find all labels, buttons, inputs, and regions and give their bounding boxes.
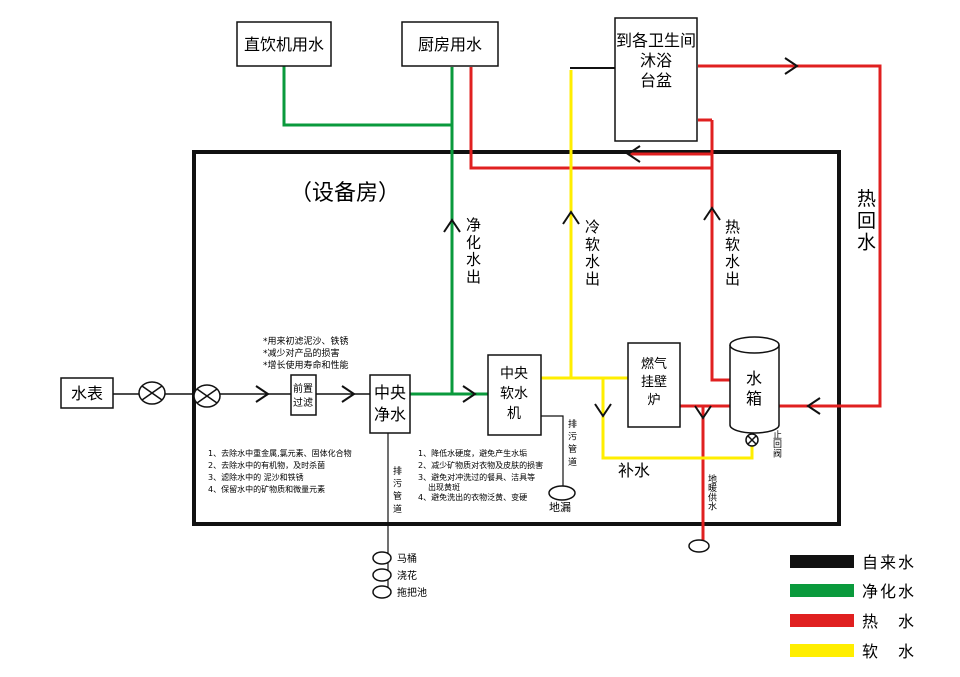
legend-label-purified: 净化水 xyxy=(862,582,916,601)
prefilter-note-3: *增长使用寿命和性能 xyxy=(263,359,349,371)
arrow-right-icon xyxy=(341,385,356,403)
prefilter-box xyxy=(290,374,317,416)
valves xyxy=(138,381,759,447)
softener-notes: 1、降低水硬度，避免产生水垢 2、减少矿物质对衣物及皮肤的损害 3、避免对冲洗过… xyxy=(418,448,543,502)
legend-label-tap: 自来水 xyxy=(862,553,916,572)
prefilter-note-1: *用来初滤泥沙、铁锈 xyxy=(263,335,349,347)
legend-swatch-tap xyxy=(790,555,854,568)
purifier-notes: 1、去除水中重金属,氯元素、固体化合物 2、去除水中的有机物，及时杀菌 3、滤除… xyxy=(208,448,352,494)
boiler-label-2: 挂壁 xyxy=(641,375,667,390)
equipment-boxes xyxy=(60,17,698,436)
check-valve-icon xyxy=(745,433,759,447)
hot-soft-out-label: 热软水出 xyxy=(725,218,740,288)
arrow-up-icon xyxy=(703,206,721,221)
equipment-room-frame xyxy=(192,150,841,526)
arrow-up-icon xyxy=(562,210,580,225)
meter-valve-icon xyxy=(138,381,166,405)
floor-heating-label: 地暖供水 xyxy=(708,473,717,513)
makeup-water-label: 补水 xyxy=(618,461,650,480)
purifier-note-2: 2、去除水中的有机物，及时杀菌 xyxy=(208,460,325,470)
central-purifier-box xyxy=(369,374,411,434)
drain-lines xyxy=(387,415,564,590)
water-meter-box xyxy=(60,377,114,409)
boiler-label-3: 炉 xyxy=(647,393,660,408)
softener-note-5: 4、避免洗出的衣物泛黄、变硬 xyxy=(418,492,527,502)
gas-boiler-box xyxy=(627,342,681,428)
inlet-valve-icon xyxy=(193,384,221,408)
softener-note-2: 2、减少矿物质对衣物及皮肤的损害 xyxy=(418,460,543,470)
purifier-note-1: 1、去除水中重金属,氯元素、固体化合物 xyxy=(208,448,352,458)
legend-swatch-purified xyxy=(790,584,854,597)
floor-drain-icon xyxy=(548,485,576,501)
soft-water-pipes xyxy=(541,70,754,460)
legend-swatch-soft xyxy=(790,644,854,657)
purified-out-label: 净化水出 xyxy=(466,216,481,286)
bathroom-label-2: 沐浴 xyxy=(640,51,672,70)
small-vertical-labels: 排污管道 排污管道 止回阀 地暖供水 xyxy=(393,418,782,515)
arrow-left-icon xyxy=(626,145,641,163)
drain-pipe-label-1: 排污管道 xyxy=(393,465,402,515)
drain-pipe-label-2: 排污管道 xyxy=(568,418,577,468)
drinking-water-box xyxy=(236,21,332,67)
arrow-right-icon xyxy=(784,57,799,75)
bathroom-box xyxy=(614,17,698,142)
arrow-right-icon xyxy=(255,385,270,403)
purifier-label-2: 净水 xyxy=(374,405,406,424)
arrow-up-icon xyxy=(443,218,461,233)
kitchen-water-label: 厨房用水 xyxy=(418,35,482,54)
kitchen-water-box xyxy=(401,21,499,67)
hot-water-pipes xyxy=(469,64,882,540)
arrow-left-icon xyxy=(806,397,821,415)
prefilter-notes: *用来初滤泥沙、铁锈 *减少对产品的损害 *增长使用寿命和性能 xyxy=(263,335,349,371)
prefilter-label-2: 过滤 xyxy=(293,396,313,409)
legend-label-soft: 软 水 xyxy=(862,642,916,661)
softener-label-2: 软水 xyxy=(500,386,528,402)
bathroom-label-3: 台盆 xyxy=(640,71,672,90)
purifier-note-3: 3、滤除水中的 泥沙和铁锈 xyxy=(208,472,304,482)
outlet-toilet: 马桶 xyxy=(397,552,417,565)
purifier-note-4: 4、保留水中的矿物质和微量元素 xyxy=(208,484,325,494)
drinking-water-label: 直饮机用水 xyxy=(244,35,324,54)
outlet-mop-sink: 拖把池 xyxy=(397,586,427,599)
softener-note-1: 1、降低水硬度，避免产生水垢 xyxy=(418,448,527,458)
outlet-icons xyxy=(372,551,392,599)
outlet-watering: 浇花 xyxy=(397,569,417,582)
floor-drain-label: 地漏 xyxy=(549,501,571,514)
cold-soft-out-label: 冷软水出 xyxy=(585,218,600,288)
bathroom-label-1: 到各卫生间 xyxy=(616,31,696,50)
arrow-down-icon xyxy=(594,403,612,418)
boiler-label-1: 燃气 xyxy=(641,356,667,372)
prefilter-note-2: *减少对产品的损害 xyxy=(263,347,340,359)
hot-return-label: 热回水 xyxy=(857,188,876,254)
softener-note-3: 3、避免对冲洗过的餐具、洁具等 xyxy=(418,472,535,482)
softener-note-4: 出现黄斑 xyxy=(428,482,460,492)
check-valve-label: 止回阀 xyxy=(773,429,782,459)
prefilter-label-1: 前置 xyxy=(293,382,313,395)
tank-label-2: 箱 xyxy=(746,389,762,408)
purifier-label-1: 中央 xyxy=(374,383,406,402)
floor-heating-outlet-icon xyxy=(688,539,710,553)
tank-label-1: 水 xyxy=(746,369,762,388)
softener-label-3: 机 xyxy=(507,406,521,422)
arrow-down-icon xyxy=(694,405,712,420)
legend: 自来水 净化水 热 水 软 水 xyxy=(790,553,916,661)
vertical-labels: 净化水出 冷软水出 热软水出 热回水 xyxy=(466,188,876,288)
room-title: （设备房） xyxy=(290,181,400,206)
legend-label-hot: 热 水 xyxy=(862,612,916,631)
central-softener-box xyxy=(487,354,542,436)
water-meter-label: 水表 xyxy=(71,384,103,403)
softener-label-1: 中央 xyxy=(500,366,528,382)
legend-swatch-hot xyxy=(790,614,854,627)
water-tank xyxy=(729,336,780,434)
arrow-right-icon xyxy=(462,385,477,403)
